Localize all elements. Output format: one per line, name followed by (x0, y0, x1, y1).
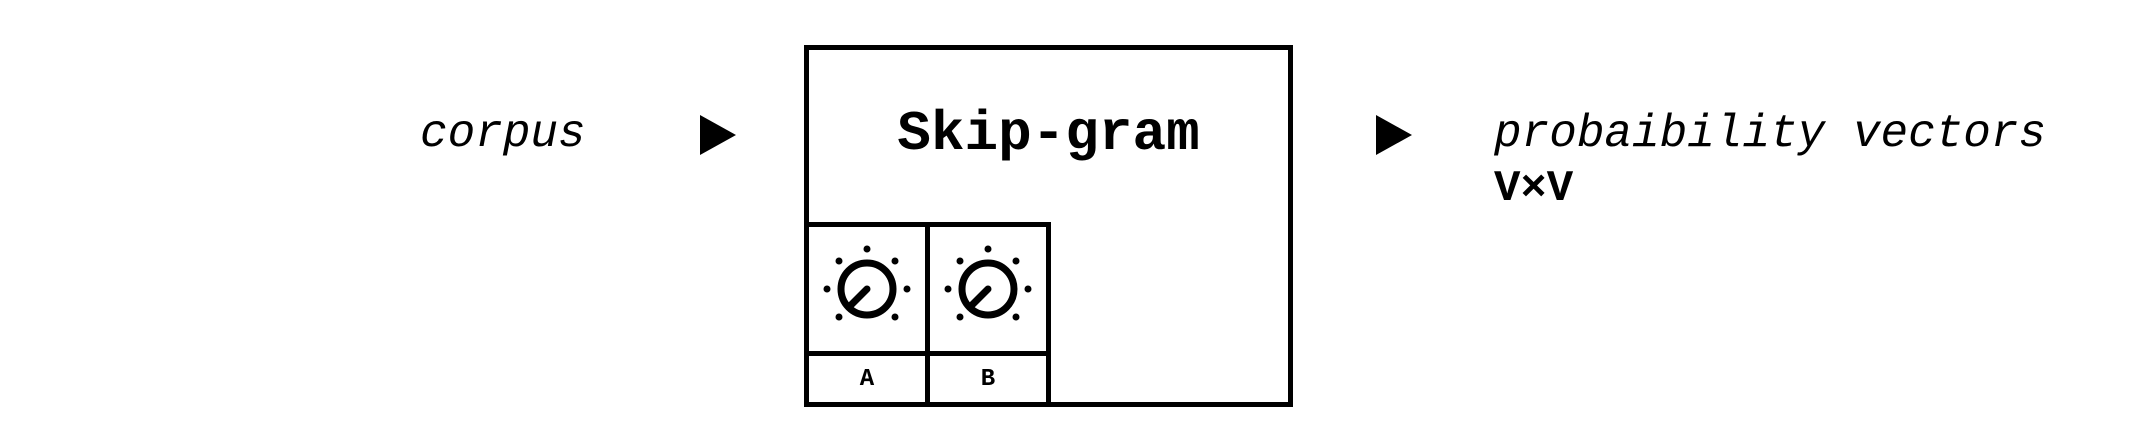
arrow-right-icon (1376, 115, 1412, 155)
arrow-right-icon (700, 115, 736, 155)
knob-dial[interactable] (809, 227, 925, 356)
knob-dial[interactable] (930, 227, 1046, 356)
knob-b[interactable]: B (925, 222, 1051, 407)
knob-panel: A B (804, 222, 1051, 407)
input-label: corpus (420, 108, 586, 160)
output-dims: V×V (1494, 164, 1574, 214)
knob-label: B (980, 365, 996, 393)
model-title: Skip-gram (897, 102, 1200, 166)
dial-knob-icon (944, 245, 1032, 321)
knob-label: A (859, 365, 875, 393)
dial-knob-icon (823, 245, 911, 321)
model-box: Skip-gram A (804, 45, 1293, 407)
output-block: probaibility vectors V×V (1494, 108, 2046, 214)
knob-a[interactable]: A (804, 222, 930, 407)
output-label: probaibility vectors (1494, 108, 2047, 160)
